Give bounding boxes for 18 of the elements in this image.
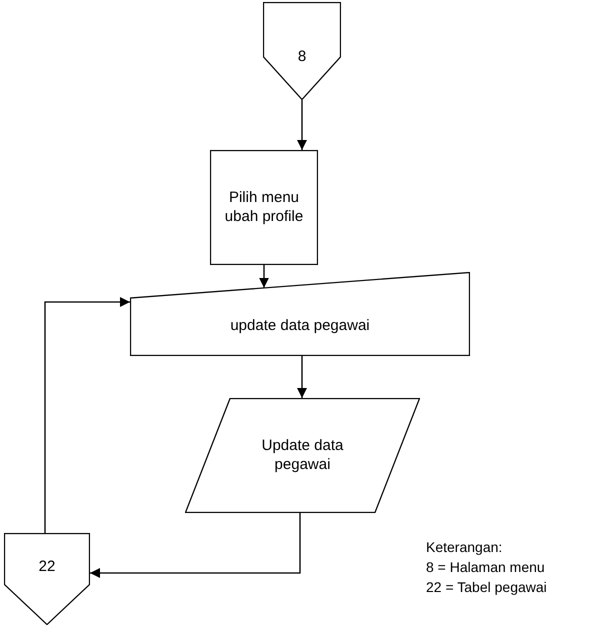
node-label: 22 [38,558,56,576]
legend-note: 22 = Tabel pegawai [426,578,547,597]
arrow [90,513,301,578]
node-label: 8 [298,48,306,66]
legend-note: 8 = Halaman menu [426,558,546,577]
legend-note: Keterangan: [426,538,504,557]
manual-input-shape [130,272,470,356]
node-label: update data pegawai [230,316,370,336]
node-label: Pilih menu ubah profile [224,188,304,226]
arrow [259,265,269,288]
off-page-connector [263,2,341,100]
arrow [44,297,130,533]
arrow [297,100,307,150]
off-page-connector [4,533,90,625]
data-parallelogram [185,398,420,513]
process-box [210,150,318,265]
arrow [297,356,307,398]
node-label: Update data pegawai [260,436,344,474]
